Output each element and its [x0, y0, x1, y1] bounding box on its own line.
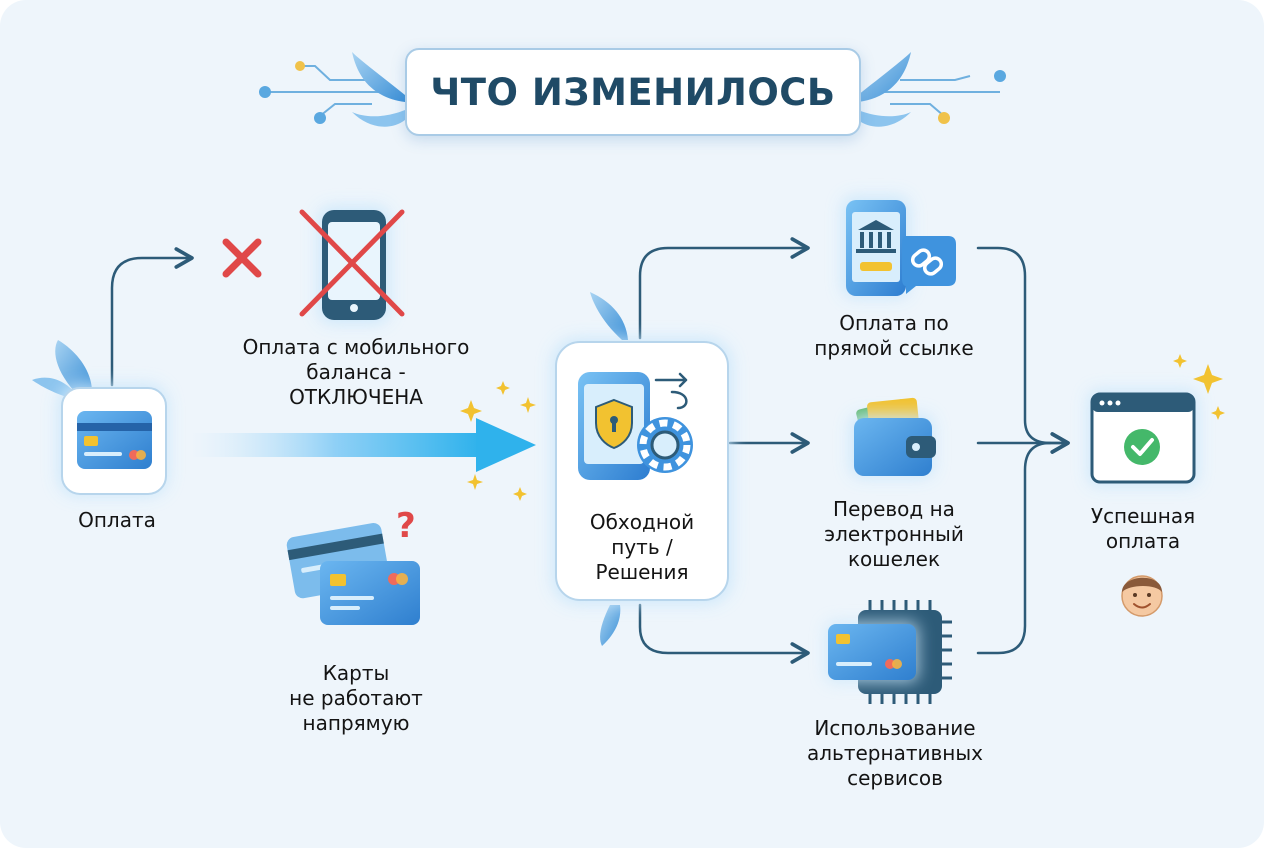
- browser-check-icon: [1088, 390, 1198, 486]
- red-x-icon: [222, 238, 262, 278]
- card-chip-icon: [826, 600, 952, 704]
- bank-link-icon: [842, 196, 956, 298]
- page-title: ЧТО ИЗМЕНИЛОСЬ: [430, 70, 836, 114]
- success-node: [1088, 390, 1198, 617]
- title-decoration-left: [259, 52, 405, 127]
- success-label: Успешная оплата: [1090, 504, 1196, 553]
- ewallet-label: Перевод на электронный кошелек: [824, 497, 964, 571]
- ewallet-node: [850, 397, 936, 478]
- smiling-face-icon: [1121, 575, 1163, 617]
- phone-shield-gear-icon: [578, 372, 693, 480]
- connector-to-mobile-balance: [110, 247, 194, 387]
- direct-link-node: [842, 196, 956, 298]
- alt-services-node: [826, 600, 952, 704]
- cards-label: Карты не работают напрямую: [289, 661, 423, 735]
- workaround-node: [552, 292, 732, 646]
- svg-text:?: ?: [396, 506, 416, 546]
- mobile-balance-node: [222, 206, 405, 324]
- wallet-icon: [850, 397, 936, 478]
- connectors: [110, 237, 1070, 664]
- payment-node: [32, 340, 168, 496]
- connector-to-direct-link: [638, 237, 810, 340]
- connector-to-alt-services: [638, 603, 810, 664]
- payment-label: Оплата: [78, 508, 156, 532]
- connector-alt-to-success: [976, 441, 1052, 655]
- cards-node: ?: [286, 506, 420, 625]
- credit-card-icon: [77, 411, 152, 469]
- title-box: ЧТО ИЗМЕНИЛОСЬ: [405, 48, 861, 136]
- alt-services-label: Использование альтернативных сервисов: [807, 716, 983, 790]
- main-flow-arrow: [190, 418, 536, 472]
- title-decoration-right: [858, 52, 1006, 127]
- workaround-label: Обходной путь / Решения: [589, 510, 695, 584]
- crossed-phone-icon: [299, 206, 405, 324]
- cards-question-icon: ?: [286, 506, 420, 625]
- mobile-balance-label: Оплата с мобильного баланса - ОТКЛЮЧЕНА: [242, 335, 470, 409]
- direct-link-label: Оплата по прямой ссылке: [814, 311, 974, 360]
- connector-direct-to-success: [976, 246, 1070, 454]
